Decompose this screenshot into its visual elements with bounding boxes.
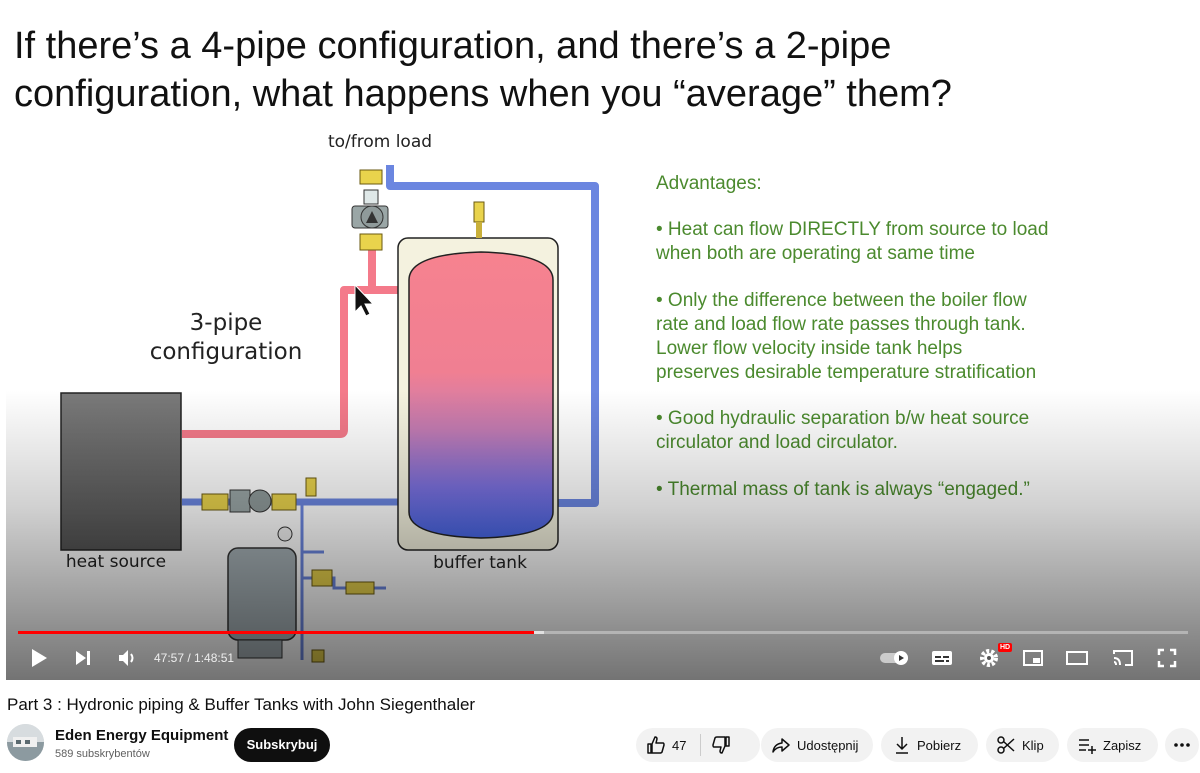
cast-icon (1113, 650, 1133, 666)
play-icon (32, 649, 47, 667)
playlist-add-icon (1079, 739, 1096, 754)
miniplayer-button[interactable] (1018, 644, 1048, 672)
video-title: Part 3 : Hydronic piping & Buffer Tanks … (7, 695, 476, 714)
progress-bar[interactable] (18, 630, 1188, 635)
share-button[interactable]: Udostępnij (761, 728, 873, 762)
advantage-item-3-line-2: circulator and load circulator. (656, 432, 898, 453)
channel-name[interactable]: Eden Energy Equipment (55, 727, 229, 744)
current-time: 47:57 (154, 651, 185, 665)
save-button[interactable]: Zapisz (1067, 728, 1158, 762)
fullscreen-icon (1157, 648, 1177, 668)
buffer-tank-interior (408, 251, 554, 539)
channel-avatar[interactable] (7, 724, 44, 761)
scissors-icon (997, 736, 1015, 754)
advantage-item-1-line-1: • Heat can flow DIRECTLY from source to … (656, 219, 1049, 240)
volume-button[interactable] (114, 644, 142, 672)
subtitles-icon (932, 651, 952, 665)
time-separator: / (184, 651, 195, 665)
volume-icon (119, 650, 134, 666)
settings-button[interactable] (974, 644, 1004, 672)
theater-button[interactable] (1062, 644, 1092, 672)
label-three-pipe: 3-pipe configuration (136, 309, 316, 367)
theater-icon (1066, 651, 1088, 665)
expansion-tank (227, 547, 297, 641)
heat-source-box (60, 392, 182, 551)
like-dislike-group: 47 (636, 728, 760, 762)
advantage-item-1-line-2: when both are operating at same time (656, 243, 975, 264)
next-icon (76, 651, 90, 665)
advantage-item-2-line-3: Lower flow velocity inside tank helps (656, 338, 963, 359)
subscribe-button[interactable]: Subskrybuj (234, 728, 330, 762)
more-horizontal-icon (1174, 743, 1190, 747)
hd-badge: HD (998, 643, 1013, 652)
download-label: Pobierz (917, 737, 962, 753)
like-button[interactable]: 47 (646, 735, 686, 755)
advantage-item-2-line-4: preserves desirable temperature stratifi… (656, 362, 1037, 383)
piping-diagram (60, 165, 599, 663)
dislike-button[interactable] (711, 735, 731, 755)
settings-icon (980, 649, 998, 667)
play-button[interactable] (26, 644, 52, 672)
clip-button[interactable]: Klip (986, 728, 1059, 762)
like-divider (700, 734, 702, 756)
thumbs-up-icon (647, 736, 665, 754)
cast-button[interactable] (1108, 644, 1138, 672)
progress-played (18, 631, 534, 634)
share-icon (772, 738, 790, 753)
advantage-item-3-line-1: • Good hydraulic separation b/w heat sou… (656, 408, 1030, 429)
advantage-item-2: • Only the difference between the boiler… (656, 289, 1116, 385)
thumbs-down-icon (712, 736, 731, 754)
video-frame: If there’s a 4-pipe configuration, and t… (6, 0, 1200, 680)
advantage-item-3: • Good hydraulic separation b/w heat sou… (656, 407, 1116, 455)
subtitles-button[interactable] (928, 644, 956, 672)
slide-title-line-1: If there’s a 4-pipe configuration, and t… (14, 25, 892, 67)
time-display: 47:57 / 1:48:51 (154, 648, 234, 668)
mouse-cursor (354, 283, 375, 317)
miniplayer-icon (1023, 650, 1043, 666)
autoplay-toggle[interactable] (878, 644, 912, 672)
advantages-heading: Advantages: (656, 173, 762, 194)
label-three-pipe-line-1: 3-pipe (189, 310, 263, 336)
channel-avatar-image (7, 724, 44, 761)
video-player[interactable]: If there’s a 4-pipe configuration, and t… (6, 0, 1200, 680)
progress-track (18, 631, 1188, 634)
label-to-from-load: to/from load (327, 132, 433, 152)
label-buffer-tank: buffer tank (433, 553, 527, 573)
duration: 1:48:51 (194, 651, 235, 665)
download-button[interactable]: Pobierz (881, 728, 978, 762)
advantage-item-2-line-1: • Only the difference between the boiler… (656, 290, 1027, 311)
like-count: 47 (672, 737, 687, 753)
label-three-pipe-line-2: configuration (149, 339, 303, 365)
label-heat-source: heat source (65, 552, 167, 572)
slide-title: If there’s a 4-pipe configuration, and t… (14, 22, 1174, 118)
save-label: Zapisz (1103, 737, 1142, 753)
subscriber-count: 589 subskrybentów (55, 748, 150, 760)
share-label: Udostępnij (797, 737, 859, 753)
slide-title-line-2: configuration, what happens when you “av… (14, 73, 952, 115)
advantage-item-1: • Heat can flow DIRECTLY from source to … (656, 218, 1116, 266)
fullscreen-button[interactable] (1152, 644, 1182, 672)
advantage-item-2-line-2: rate and load flow rate passes through t… (656, 314, 1026, 335)
advantage-item-4-line-1: • Thermal mass of tank is always “engage… (656, 479, 1030, 500)
advantage-item-4: • Thermal mass of tank is always “engage… (656, 478, 1116, 502)
more-actions-button[interactable] (1165, 728, 1199, 762)
autoplay-toggle-icon (880, 651, 908, 665)
next-button[interactable] (70, 644, 96, 672)
download-icon (896, 737, 908, 754)
clip-label: Klip (1022, 737, 1044, 753)
